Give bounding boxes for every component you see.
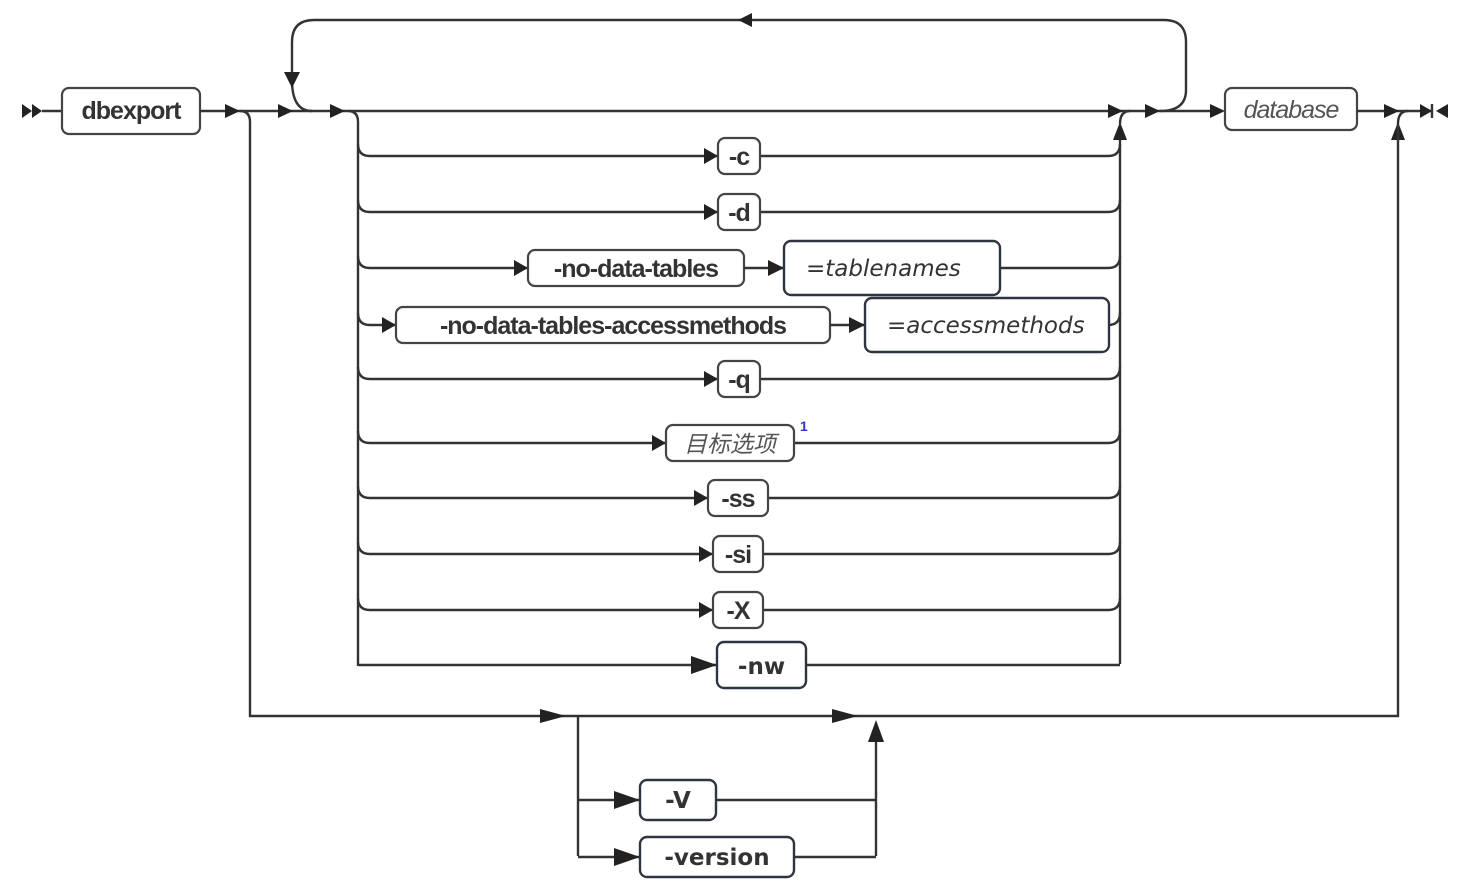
arrow-icon	[868, 720, 884, 742]
arrow-icon	[704, 371, 718, 387]
start-marker-icon	[22, 104, 62, 118]
arrow-icon	[849, 317, 865, 333]
option-row: -X	[356, 590, 1122, 630]
option-keyword: -q	[716, 359, 762, 399]
option-label: 目标选项	[684, 432, 780, 458]
option-row: -si	[356, 534, 1122, 574]
option-label: -nw	[738, 654, 785, 680]
option-label: -d	[728, 199, 750, 227]
option-keyword: -d	[716, 192, 762, 232]
arrow-icon	[540, 709, 566, 723]
database-label: database	[1244, 96, 1339, 124]
arrow-icon	[738, 13, 752, 27]
option-label: -no-data-tables	[554, 255, 718, 283]
option-argument: =tablenames	[782, 239, 1002, 297]
option-row: -no-data-tables-accessmethods =accessmeth…	[356, 296, 1122, 354]
arrow-icon	[514, 260, 528, 276]
option-keyword: -ss	[706, 478, 770, 518]
option-keyword: -si	[711, 534, 765, 574]
arrow-icon	[652, 435, 666, 451]
option-label: -q	[728, 366, 750, 394]
option-keyword: -no-data-tables-accessmethods	[394, 305, 832, 345]
arrow-icon	[382, 317, 396, 333]
arrow-icon	[278, 104, 293, 118]
footnote-marker: 1	[800, 418, 808, 434]
option-label: -X	[727, 597, 751, 625]
option-row: -d	[356, 192, 1122, 232]
option-keyword: -X	[711, 590, 765, 630]
version-option-row: -version	[578, 835, 876, 879]
argument-label: =accessmethods	[887, 313, 1085, 339]
version-label: -version	[664, 845, 769, 871]
option-keyword: 目标选项	[664, 423, 796, 463]
option-argument: =accessmethods	[863, 296, 1111, 354]
arrow-icon	[284, 72, 300, 88]
option-label: -no-data-tables-accessmethods	[440, 312, 786, 340]
arrow-icon	[704, 204, 718, 220]
arrow-icon	[704, 148, 718, 164]
arrow-icon	[1384, 104, 1399, 118]
arrow-icon	[1108, 104, 1123, 118]
option-row: -no-data-tables =tablenames	[356, 239, 1122, 297]
arrow-icon	[768, 260, 784, 276]
end-marker-icon	[1420, 104, 1448, 118]
arrow-icon	[699, 546, 713, 562]
arrow-icon	[1145, 104, 1160, 118]
version-label: -V	[665, 788, 691, 814]
arrow-icon	[1113, 122, 1127, 140]
options-left-rail	[347, 109, 360, 666]
option-row: -nw	[358, 640, 1120, 690]
command-dbexport: dbexport	[60, 86, 202, 136]
arrow-icon	[832, 709, 858, 723]
argument-label: =tablenames	[806, 256, 961, 282]
arrow-icon	[225, 104, 240, 118]
arrow-icon	[614, 848, 640, 866]
option-row: -c	[356, 136, 1122, 176]
option-row: -ss	[356, 478, 1122, 518]
option-label: -c	[729, 143, 750, 171]
option-row: -q	[356, 359, 1122, 399]
option-label: -si	[725, 541, 751, 569]
option-row: 目标选项 1	[356, 418, 1122, 463]
repeat-loop	[290, 18, 1188, 113]
version-option-row: -V	[578, 778, 876, 822]
option-keyword: -c	[716, 136, 762, 176]
arrow-icon	[694, 490, 708, 506]
option-keyword: -nw	[715, 640, 808, 690]
arrow-icon	[614, 791, 640, 809]
arrow-icon	[1210, 104, 1225, 118]
option-label: -ss	[721, 485, 754, 513]
command-label: dbexport	[82, 97, 183, 125]
version-bypass-path	[239, 109, 1400, 718]
arrow-icon	[330, 104, 345, 118]
arrow-icon	[699, 602, 713, 618]
version-keyword: -version	[638, 835, 796, 879]
option-keyword: -no-data-tables	[526, 248, 746, 288]
version-keyword: -V	[638, 778, 718, 822]
arrow-icon	[691, 656, 717, 674]
database-argument: database	[1223, 86, 1359, 132]
